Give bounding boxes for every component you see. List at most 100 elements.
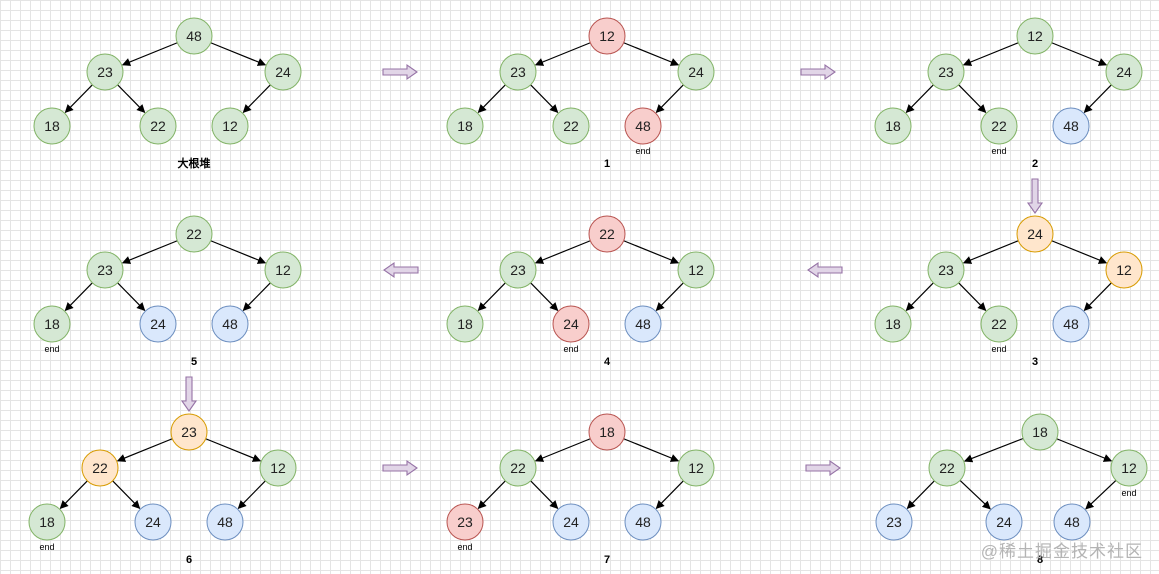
tree-edge — [534, 438, 591, 462]
tree-edge — [242, 282, 271, 312]
heap-node-23 — [927, 53, 965, 91]
tree-edge — [623, 240, 680, 264]
heap-node-value: 18 — [885, 316, 901, 332]
heap-node-24 — [134, 503, 172, 541]
heap-node-22 — [499, 449, 537, 487]
step-arrow-down — [1026, 178, 1044, 214]
heap-node-value: 18 — [599, 424, 615, 440]
heap-node-12 — [211, 107, 249, 145]
heap-node-value: 23 — [510, 262, 526, 278]
heap-node-value: 12 — [688, 262, 704, 278]
heap-node-48 — [1052, 305, 1090, 343]
heap-node-23 — [875, 503, 913, 541]
tree-edge — [962, 240, 1019, 264]
step-arrow-left — [383, 261, 419, 279]
heap-node-48 — [624, 503, 662, 541]
heap-node-18 — [1021, 413, 1059, 451]
heap-node-value: 48 — [186, 28, 202, 44]
heap-node-value: 22 — [563, 118, 579, 134]
heap-node-value: 48 — [1063, 118, 1079, 134]
step-caption: 2 — [1032, 158, 1038, 170]
end-marker: end — [44, 344, 59, 354]
heap-node-18 — [588, 413, 626, 451]
tree-edge — [958, 84, 987, 114]
heap-node-48 — [206, 503, 244, 541]
tree-edge — [1056, 438, 1113, 462]
tree-edge — [1051, 240, 1108, 264]
heap-node-value: 18 — [44, 316, 60, 332]
heap-node-value: 18 — [457, 316, 473, 332]
heap-node-23 — [499, 251, 537, 289]
heap-node-23 — [86, 251, 124, 289]
tree-edge — [655, 480, 684, 510]
heap-node-value: 23 — [510, 64, 526, 80]
watermark: @稀土掘金技术社区 — [980, 542, 1143, 561]
tree-edge — [205, 438, 262, 462]
end-marker: end — [991, 146, 1006, 156]
step-caption: 4 — [604, 356, 611, 368]
heap-node-22 — [980, 305, 1018, 343]
heap-node-24 — [139, 305, 177, 343]
heap-node-22 — [588, 215, 626, 253]
end-marker: end — [563, 344, 578, 354]
heap-node-24 — [985, 503, 1023, 541]
heap-node-value: 48 — [635, 514, 651, 530]
heap-node-12 — [588, 17, 626, 55]
step-arrow-down — [180, 376, 198, 412]
heap-node-value: 24 — [145, 514, 161, 530]
step-arrow-right — [800, 63, 836, 81]
tree-edge — [116, 438, 173, 462]
tree-edge — [112, 480, 141, 510]
heap-node-value: 22 — [939, 460, 955, 476]
heap-node-value: 22 — [991, 316, 1007, 332]
heap-node-value: 23 — [457, 514, 473, 530]
heap-node-22 — [81, 449, 119, 487]
heap-node-value: 18 — [1032, 424, 1048, 440]
heap-node-48 — [624, 107, 662, 145]
tree-edge — [534, 240, 591, 264]
heap-node-value: 23 — [886, 514, 902, 530]
heap-node-value: 24 — [688, 64, 704, 80]
heap-node-22 — [980, 107, 1018, 145]
heap-node-value: 24 — [150, 316, 166, 332]
heap-node-value: 23 — [97, 64, 113, 80]
heap-node-48 — [624, 305, 662, 343]
tree-edge — [655, 84, 684, 114]
tree-edge — [1083, 84, 1112, 114]
tree-edge — [210, 240, 267, 264]
heap-node-value: 22 — [150, 118, 166, 134]
tree-edge — [959, 479, 991, 510]
tree-edge — [477, 282, 506, 312]
tree-edge — [64, 282, 93, 312]
heap-node-value: 12 — [599, 28, 615, 44]
tree-edge — [963, 437, 1024, 463]
heap-node-48 — [175, 17, 213, 55]
heap-node-value: 48 — [635, 316, 651, 332]
heap-node-value: 48 — [217, 514, 233, 530]
heap-node-23 — [86, 53, 124, 91]
tree-edge — [1085, 479, 1117, 510]
end-marker: end — [991, 344, 1006, 354]
end-marker: end — [635, 146, 650, 156]
heap-node-18 — [33, 305, 71, 343]
heap-node-value: 12 — [275, 262, 291, 278]
heap-node-22 — [175, 215, 213, 253]
heap-node-18 — [33, 107, 71, 145]
heap-node-value: 22 — [599, 226, 615, 242]
heap-node-value: 23 — [97, 262, 113, 278]
tree-edge — [1051, 42, 1108, 66]
heap-node-23 — [446, 503, 484, 541]
heap-node-18 — [446, 107, 484, 145]
heap-node-value: 12 — [1027, 28, 1043, 44]
tree-edge — [117, 84, 146, 114]
tree-edge — [905, 282, 934, 312]
heap-node-24 — [677, 53, 715, 91]
heap-node-24 — [264, 53, 302, 91]
heap-node-value: 22 — [186, 226, 202, 242]
